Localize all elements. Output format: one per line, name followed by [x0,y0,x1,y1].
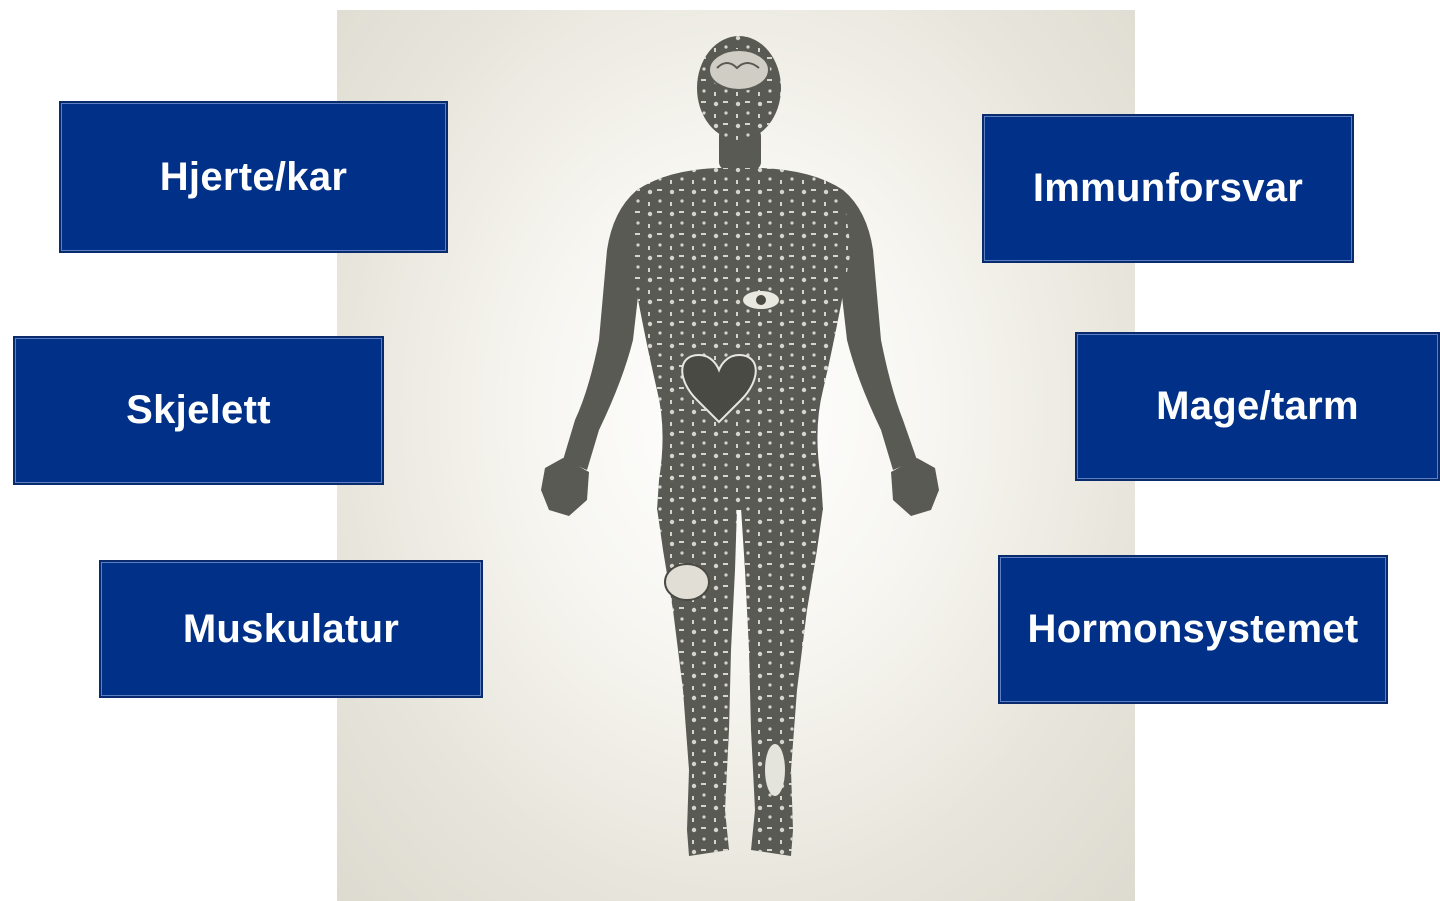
foot-icon [765,744,785,796]
eye-icon [743,291,779,309]
label-hormonsystemet-text: Hormonsystemet [1028,607,1359,652]
label-immunforsvar: Immunforsvar [982,114,1354,263]
label-immunforsvar-text: Immunforsvar [1033,166,1303,211]
label-skjelett-text: Skjelett [126,388,271,433]
label-mage-tarm: Mage/tarm [1075,332,1440,481]
brain-icon [709,50,769,90]
label-muskulatur-text: Muskulatur [183,607,399,652]
label-muskulatur: Muskulatur [99,560,483,698]
brain-icon [665,564,709,600]
label-hormonsystemet: Hormonsystemet [998,555,1388,704]
label-hjerte-kar: Hjerte/kar [59,101,448,253]
label-hjerte-kar-text: Hjerte/kar [160,155,348,200]
label-mage-tarm-text: Mage/tarm [1156,384,1359,429]
label-skjelett: Skjelett [13,336,384,485]
